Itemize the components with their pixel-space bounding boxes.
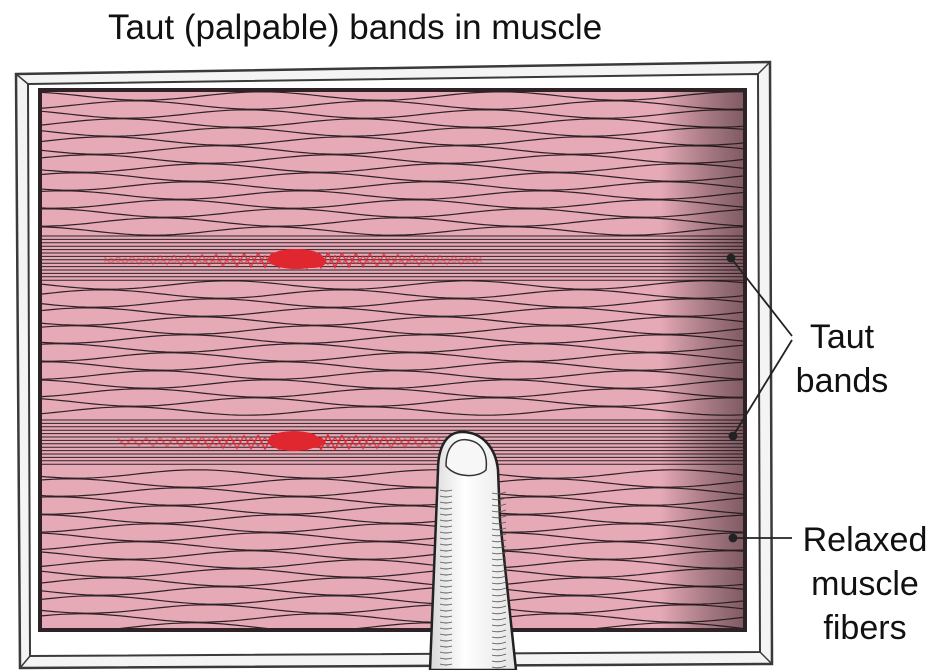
relaxed-label-line-3: fibers [790, 606, 936, 650]
relaxed-label-line-1: Relaxed [790, 518, 936, 562]
muscle-tissue [30, 90, 760, 631]
taut-label-line-1: Taut [782, 315, 902, 359]
relaxed-fibers-label: Relaxed muscle fibers [790, 518, 936, 650]
taut-bands-label: Taut bands [782, 315, 902, 403]
relaxed-label-line-2: muscle [790, 562, 936, 606]
taut-label-line-2: bands [782, 359, 902, 403]
